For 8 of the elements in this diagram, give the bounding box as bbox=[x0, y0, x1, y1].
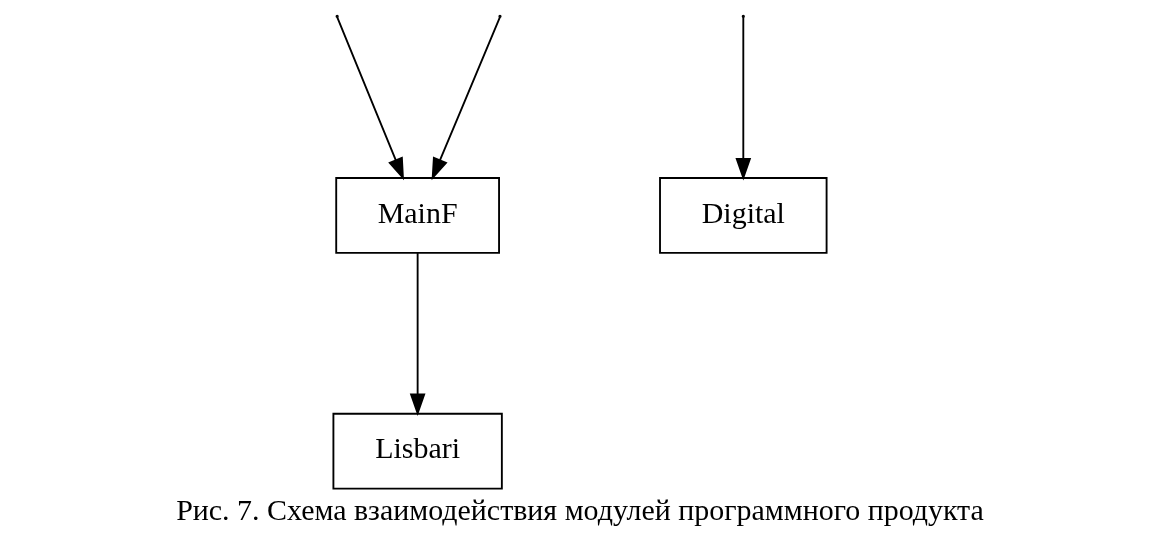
arrow bbox=[431, 16, 501, 181]
node-box: MainF bbox=[335, 177, 500, 254]
caption: Рис. 7. Схема взаимодействия модулей программного продукта bbox=[176, 493, 984, 527]
arrow bbox=[409, 252, 426, 417]
arrow bbox=[336, 16, 404, 181]
arrow bbox=[735, 16, 752, 181]
node-box: Digital bbox=[659, 177, 828, 254]
node-box: Lisbari bbox=[332, 412, 503, 490]
